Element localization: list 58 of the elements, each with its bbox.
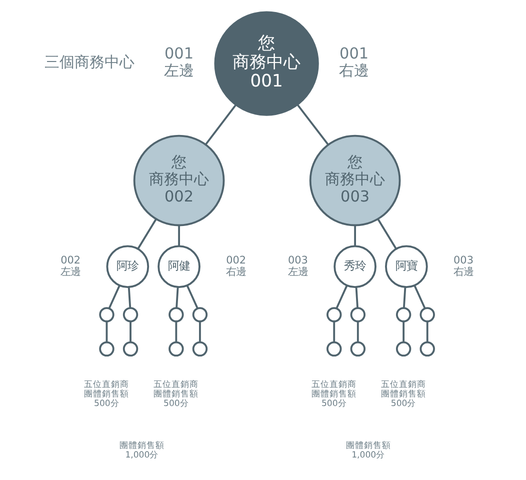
connector: [108, 285, 120, 309]
label: 001 左邊: [164, 44, 194, 80]
connector: [186, 285, 198, 309]
label: 003 左邊: [288, 254, 308, 278]
connector: [402, 287, 406, 308]
connector: [130, 322, 132, 342]
connector: [128, 287, 132, 308]
connector: [178, 225, 180, 246]
node-circle: [396, 307, 412, 322]
connector: [205, 104, 236, 145]
label: 團體銷售額 1,000分: [346, 441, 391, 461]
node-circle: [420, 341, 435, 357]
node-circle: [350, 341, 366, 357]
node-circle: 阿珍: [106, 245, 150, 288]
label: 三個商務中心: [44, 53, 135, 72]
connector: [176, 287, 179, 308]
connector: [106, 322, 108, 342]
node-circle: [122, 307, 138, 322]
node-circle: [420, 307, 435, 322]
node-circle: 阿寶: [385, 245, 428, 288]
connector: [377, 218, 397, 250]
connector: [414, 285, 426, 309]
node-circle: [168, 341, 184, 357]
label: 002 左邊: [60, 254, 81, 278]
node-circle: [192, 307, 208, 322]
connector: [356, 322, 359, 342]
node-circle: [326, 341, 342, 357]
node-circle: [99, 307, 114, 322]
node-circle: 秀玲: [334, 245, 376, 288]
connector: [402, 322, 405, 342]
connector: [296, 104, 329, 146]
node-circle: 阿健: [158, 245, 200, 288]
label: 五位直銷商團體銷售額 500分: [312, 380, 357, 410]
label: 001 右邊: [339, 44, 370, 80]
node-circle: 您 商務中心 002: [133, 134, 225, 226]
node-circle: [326, 307, 342, 322]
label: 五位直銷商團體銷售額 500分: [154, 380, 199, 410]
node-circle: [350, 307, 366, 322]
connector: [426, 322, 428, 342]
label: 團體銷售額 1,000分: [119, 441, 164, 461]
connector: [199, 322, 201, 342]
connector: [175, 322, 178, 342]
label: 五位直銷商團體銷售額 500分: [84, 380, 130, 410]
connector: [336, 285, 348, 309]
node-circle: 您 商務中心 001: [214, 11, 319, 116]
node-circle: [168, 307, 184, 322]
connector: [137, 218, 157, 250]
connector: [333, 322, 336, 342]
label: 002 右邊: [226, 254, 246, 278]
node-circle: [192, 341, 208, 357]
node-circle: [122, 341, 138, 357]
label: 五位直銷商團體銷售額 500分: [381, 380, 426, 410]
node-circle: [396, 341, 412, 357]
node-circle: 您 商務中心 003: [309, 134, 401, 226]
connector: [354, 225, 356, 246]
label: 003 右邊: [454, 254, 474, 278]
connector: [355, 287, 358, 308]
node-circle: [99, 341, 114, 357]
